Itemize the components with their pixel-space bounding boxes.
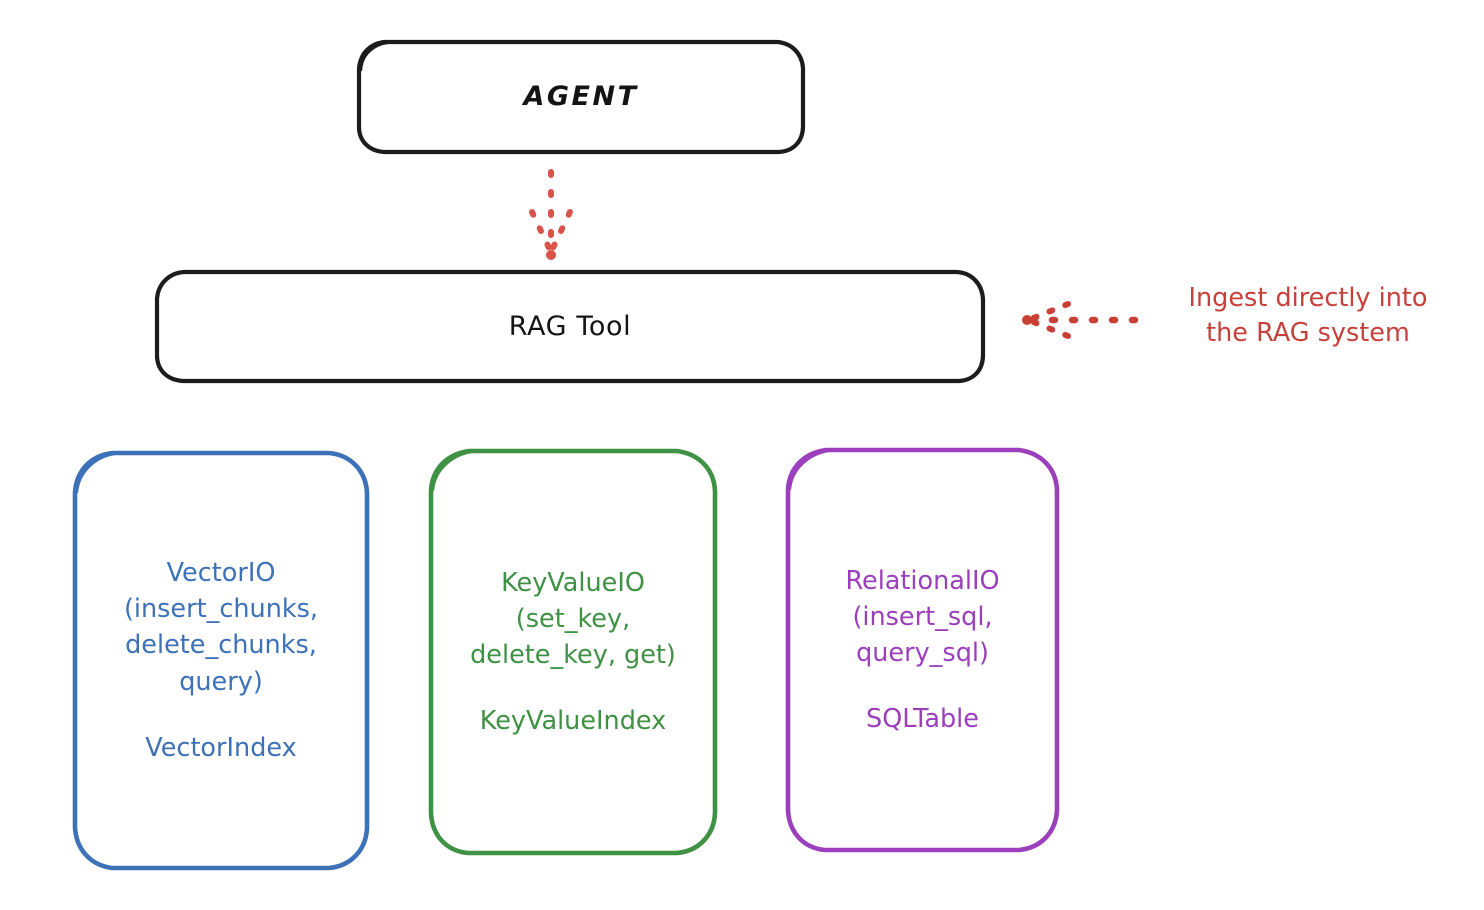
- sql-table-label: SQLTable: [866, 704, 979, 735]
- vector-io-label: VectorIO (insert_chunks, delete_chunks, …: [123, 557, 319, 697]
- ingest-note-arrow: [1022, 301, 1139, 339]
- vector-index-label: VectorIndex: [145, 732, 297, 763]
- rag-tool-label: RAG Tool: [508, 310, 632, 342]
- relational-io-label: RelationalIO (insert_sql, query_sql): [845, 565, 1000, 668]
- key-value-io-label: KeyValueIO (set_key, delete_key, get): [470, 567, 676, 670]
- agent-label: AGENT: [523, 81, 639, 113]
- ingest-note-label: Ingest directly into the RAG system: [1188, 283, 1428, 348]
- key-value-index-label: KeyValueIndex: [479, 706, 667, 737]
- agent-to-rag-tool-arrow: [529, 169, 573, 260]
